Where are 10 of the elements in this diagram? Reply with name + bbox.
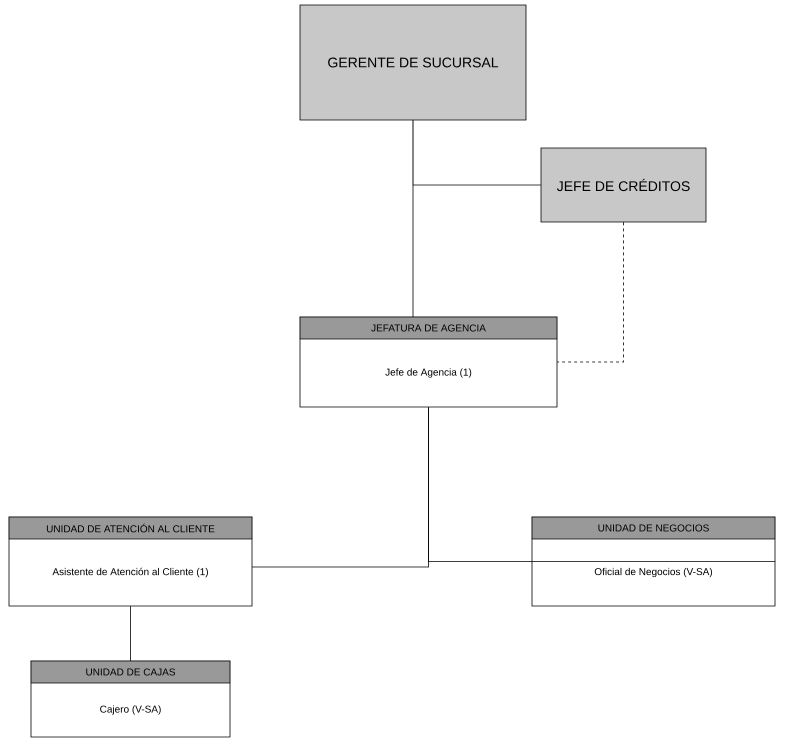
connector-line [428, 406, 776, 562]
org-box: UNIDAD DE CAJAS Cajero (V-SA) [30, 660, 230, 738]
connector-line [412, 120, 414, 318]
org-box: GERENTE DE SUCURSAL [300, 4, 526, 120]
connector-line [557, 222, 624, 362]
org-box: UNIDAD DE NEGOCIOS Oficial de Negocios (V-SA) [532, 516, 776, 606]
connector-line [130, 606, 131, 661]
org-box: UNIDAD DE ATENCIÓN AL CLIENTE Asistente de Atención al Cliente (1) [8, 516, 252, 606]
org-box: JEFATURA DE AGENCIA Jefe de Agencia (1) [300, 316, 558, 408]
org-box: JEFE DE CRÉDITOS [540, 148, 706, 222]
